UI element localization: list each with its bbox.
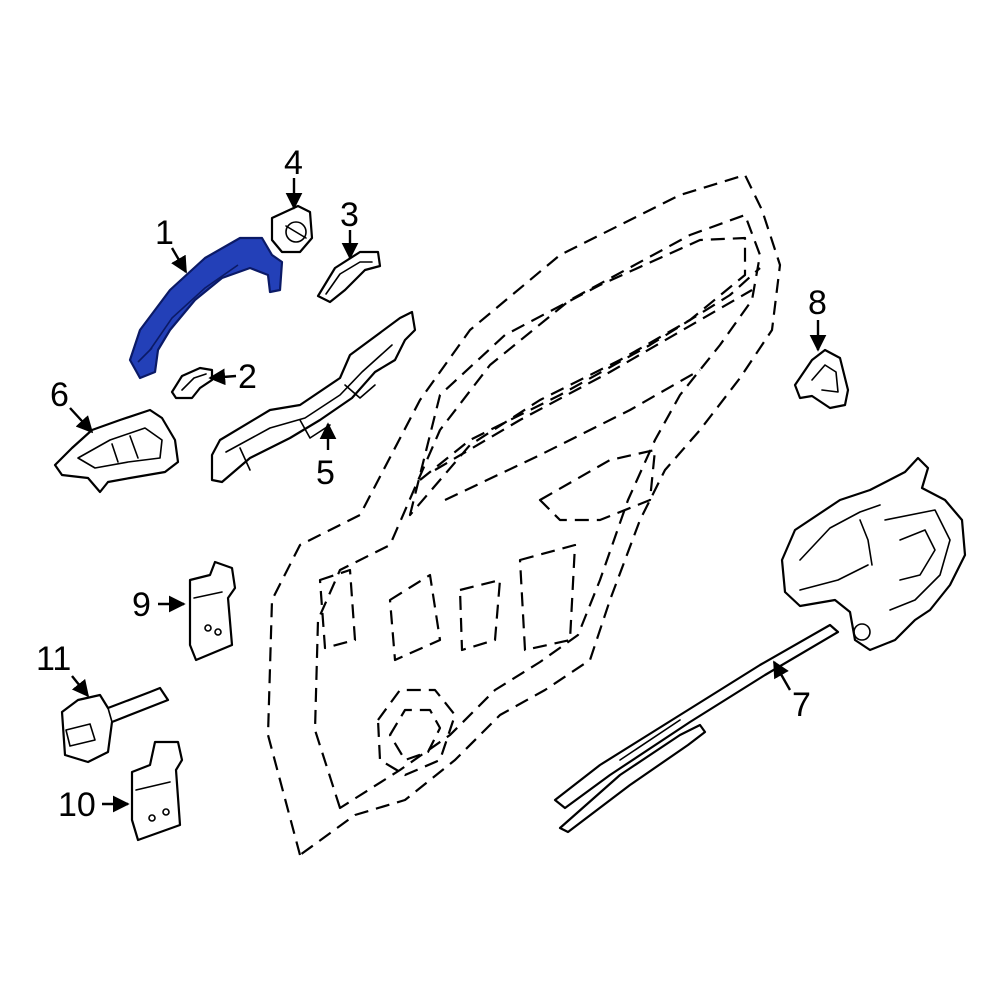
callout-3: 3 (340, 196, 359, 234)
leader-lines (69, 178, 827, 813)
callout-labels: 1 2 3 4 5 6 7 8 9 10 11 (36, 144, 827, 824)
callout-1: 1 (155, 214, 174, 252)
part-4-cylinder-cap[interactable] (270, 204, 314, 254)
callout-9: 9 (132, 586, 151, 624)
part-6-inside-handle[interactable] (53, 408, 180, 494)
callout-2: 2 (238, 358, 257, 396)
door-outline (266, 173, 782, 857)
part-5-handle-frame[interactable] (210, 310, 417, 484)
part-1-outside-handle[interactable] (128, 236, 284, 380)
part-7-lock-actuator[interactable] (553, 456, 967, 834)
part-10-hinge[interactable] (130, 740, 184, 842)
part-8-striker[interactable] (793, 348, 850, 410)
callout-8: 8 (808, 284, 827, 322)
part-2-handle-cap[interactable] (170, 366, 214, 400)
callout-5: 5 (316, 454, 335, 492)
callout-7: 7 (792, 686, 811, 724)
callout-4: 4 (284, 144, 303, 182)
part-3-gasket[interactable] (316, 250, 382, 304)
part-11-door-check[interactable] (60, 686, 170, 764)
callout-11: 11 (36, 640, 71, 678)
callout-6: 6 (50, 376, 69, 414)
part-9-hinge[interactable] (188, 560, 237, 662)
callout-10: 10 (58, 786, 96, 824)
